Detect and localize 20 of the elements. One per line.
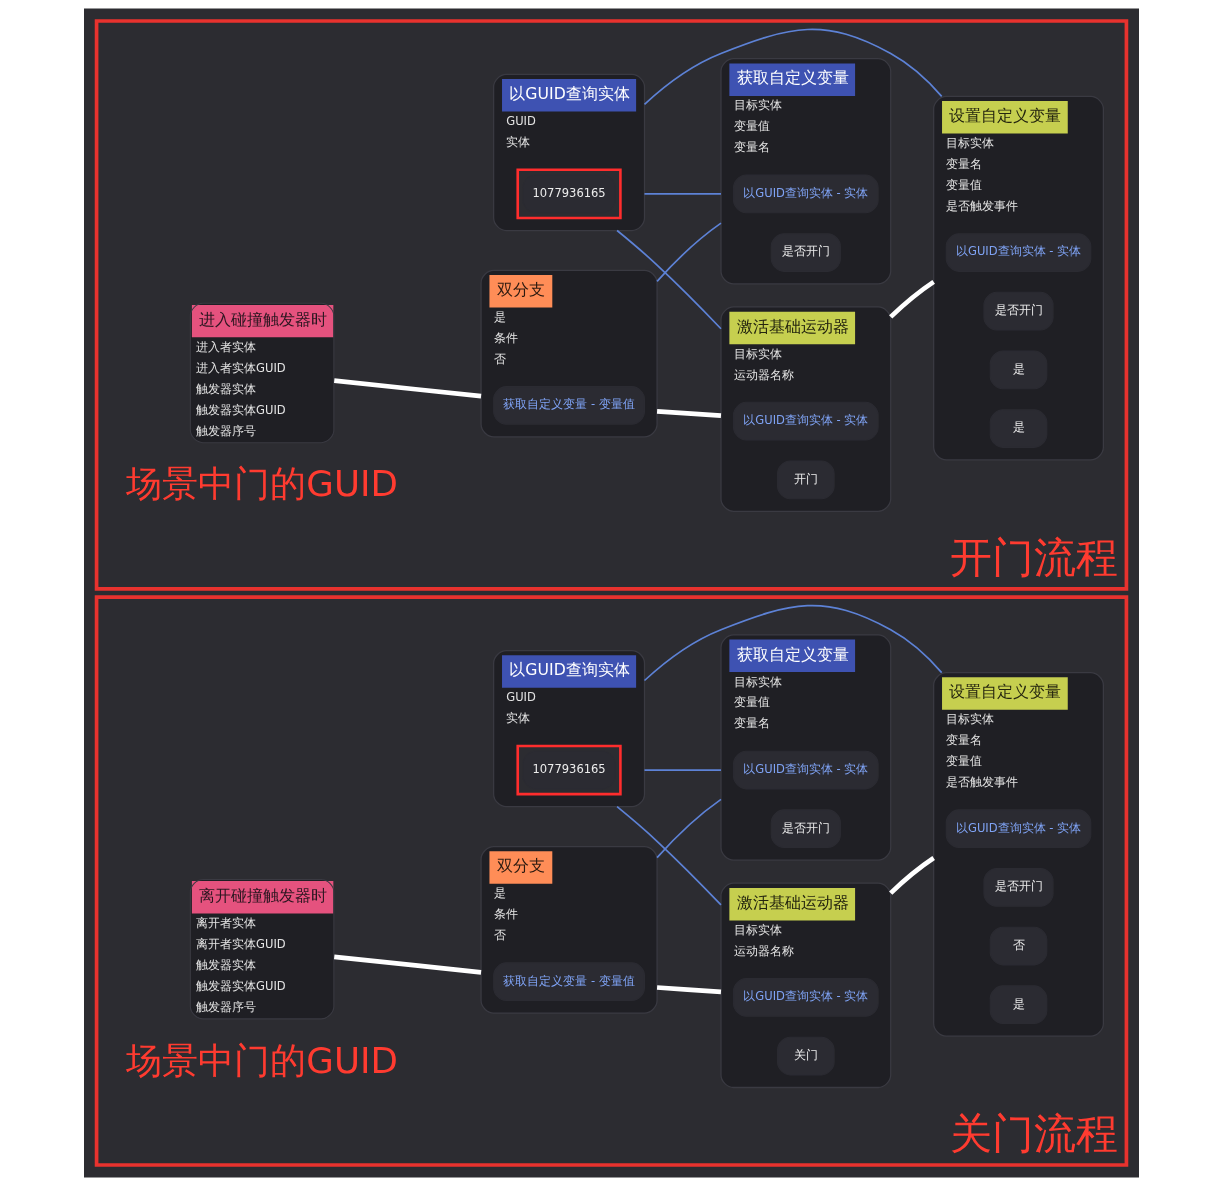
connector <box>656 408 721 418</box>
connector <box>643 769 722 771</box>
connector <box>888 279 935 319</box>
connector <box>888 856 935 895</box>
cluster <box>515 168 622 220</box>
connector <box>656 985 721 995</box>
cluster <box>515 744 622 796</box>
node-text: 1077936165 <box>531 185 606 200</box>
connector <box>655 222 722 283</box>
connector <box>333 378 481 399</box>
connector <box>643 193 722 195</box>
label: 场景中门的GUID <box>125 1039 398 1081</box>
connector <box>615 229 722 330</box>
connector <box>643 604 942 682</box>
connector <box>333 954 481 975</box>
connector <box>655 798 722 859</box>
label: 场景中门的GUID <box>125 463 398 505</box>
node-text: 1077936165 <box>531 761 606 776</box>
connector <box>615 805 722 906</box>
connector <box>643 28 942 106</box>
